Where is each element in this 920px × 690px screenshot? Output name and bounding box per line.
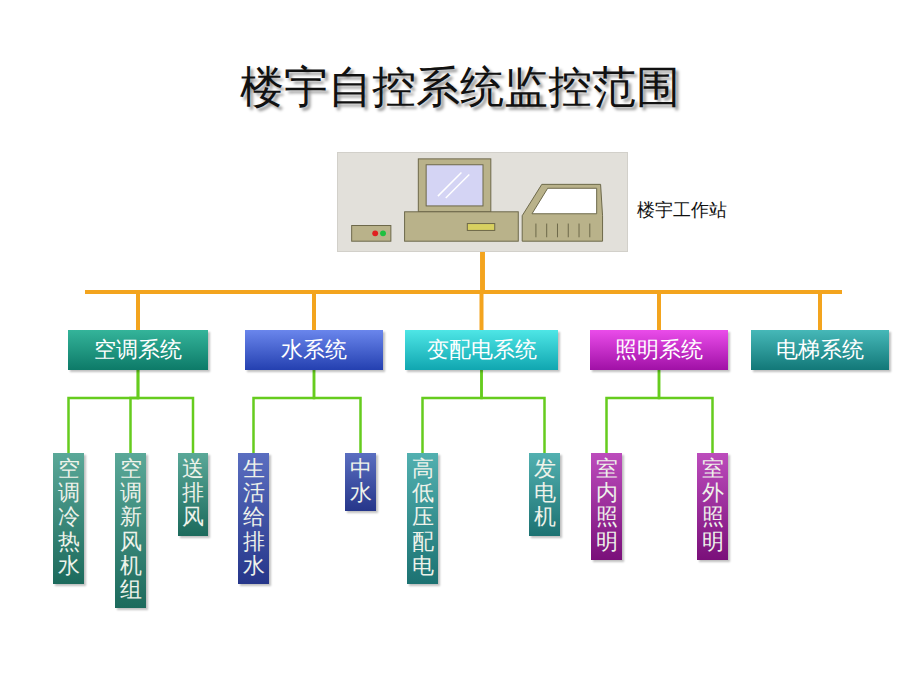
- system-box: 照明系统: [590, 330, 728, 370]
- subsystem-label: 发电机: [534, 457, 556, 530]
- connector: [254, 370, 315, 453]
- workstation-box: 楼宇工作站: [337, 152, 628, 252]
- system-label: 水系统: [281, 335, 347, 365]
- system-box: 电梯系统: [751, 330, 889, 370]
- system-box: 水系统: [245, 330, 383, 370]
- connector: [659, 370, 713, 453]
- subsystem-box: 室外照明: [697, 453, 728, 560]
- subsystem-box: 空调新风机组: [115, 453, 146, 608]
- diagram-title: 楼宇自控系统监控范围: [0, 58, 920, 117]
- connector: [314, 252, 483, 330]
- subsystem-label: 送排风: [182, 457, 204, 530]
- system-label: 电梯系统: [776, 335, 864, 365]
- connector: [138, 252, 483, 330]
- subsystem-box: 中水: [345, 453, 376, 511]
- connector: [482, 370, 545, 453]
- connector: [138, 370, 193, 453]
- connector: [314, 370, 361, 453]
- subsystem-label: 空调新风机组: [120, 457, 142, 602]
- subsystem-label: 高低压配电: [412, 457, 434, 578]
- system-label: 照明系统: [615, 335, 703, 365]
- connector: [69, 370, 139, 453]
- subsystem-label: 室内照明: [596, 457, 618, 554]
- station-label: 楼宇工作站: [637, 198, 920, 222]
- subsystem-box: 发电机: [529, 453, 560, 536]
- connector: [483, 252, 821, 330]
- subsystem-label: 生活给排水: [243, 457, 265, 578]
- subsystem-box: 生活给排水: [238, 453, 269, 584]
- workstation-illustration: [338, 153, 627, 251]
- subsystem-box: 空调冷热水: [53, 453, 84, 584]
- system-box: 变配电系统: [405, 330, 558, 370]
- subsystem-box: 室内照明: [591, 453, 622, 560]
- subsystem-label: 中水: [350, 457, 372, 505]
- subsystem-box: 送排风: [178, 453, 208, 536]
- system-box: 空调系统: [68, 330, 208, 370]
- connector: [423, 370, 482, 453]
- connector: [607, 370, 660, 453]
- subsystem-label: 室外照明: [702, 457, 724, 554]
- system-label: 变配电系统: [427, 335, 537, 365]
- system-label: 空调系统: [94, 335, 182, 365]
- subsystem-box: 高低压配电: [407, 453, 438, 584]
- subsystem-label: 空调冷热水: [58, 457, 80, 578]
